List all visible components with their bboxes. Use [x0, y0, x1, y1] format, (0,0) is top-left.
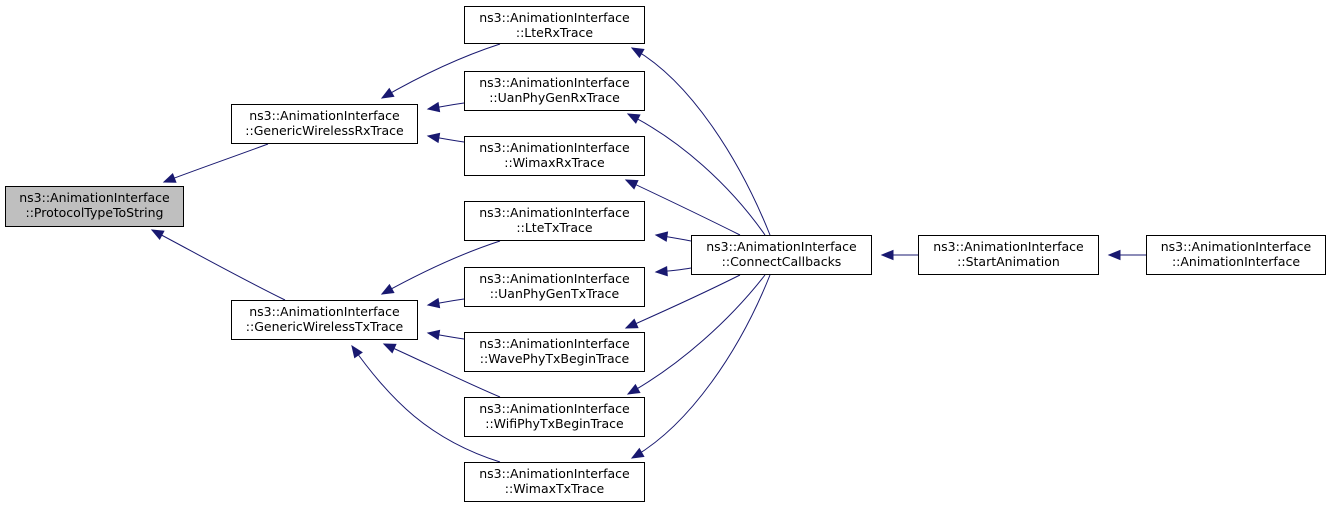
node-function-label: ::LteTxTrace [516, 220, 593, 235]
edge-uantx-to-gentx-arrowhead [426, 297, 441, 309]
node-namespace-label: ns3::AnimationInterface [479, 205, 630, 220]
edge-connect-to-wave-arrowhead [624, 318, 639, 329]
edge-connect-to-wimaxrx-arrowhead [624, 179, 639, 190]
edge-lterx-to-genrx [381, 43, 501, 99]
node-start[interactable]: ns3::AnimationInterface::StartAnimation [918, 235, 1099, 275]
edge-connect-to-wimaxrx [625, 179, 741, 236]
node-namespace-label: ns3::AnimationInterface [479, 140, 630, 155]
node-function-label: ::ProtocolTypeToString [25, 205, 164, 220]
node-wave[interactable]: ns3::AnimationInterface::WavePhyTxBeginT… [464, 332, 645, 372]
edge-ltetx-to-gentx-arrowhead [380, 283, 395, 295]
node-namespace-label: ns3::AnimationInterface [479, 10, 630, 25]
node-gentx[interactable]: ns3::AnimationInterface::GenericWireless… [231, 300, 418, 340]
node-function-label: ::UanPhyGenTxTrace [489, 286, 620, 301]
edge-connect-to-wimaxtx-arrowhead [630, 447, 645, 459]
node-function-label: ::WimaxRxTrace [504, 155, 605, 170]
edge-wifi-to-gentx [383, 343, 501, 398]
node-namespace-label: ns3::AnimationInterface [249, 304, 400, 319]
node-namespace-label: ns3::AnimationInterface [479, 466, 630, 481]
node-function-label: ::StartAnimation [957, 254, 1060, 269]
edge-genrx-to-protocol [163, 143, 269, 183]
edge-wimaxtx-to-gentx [351, 345, 501, 463]
edge-connect-to-uantx-arrowhead [654, 265, 668, 277]
node-function-label: ::UanPhyGenRxTrace [489, 90, 620, 105]
edge-connect-to-wimaxtx [631, 274, 771, 459]
edge-genrx-to-protocol-arrowhead [162, 172, 177, 183]
edge-connect-to-lterx [631, 47, 771, 236]
edge-ctor-to-start-arrowhead [1107, 249, 1121, 261]
edge-gentx-to-protocol-arrowhead [150, 229, 165, 240]
edge-ltetx-to-gentx [381, 240, 501, 295]
node-genrx[interactable]: ns3::AnimationInterface::GenericWireless… [231, 104, 418, 144]
node-function-label: ::GenericWirelessTxTrace [245, 319, 404, 334]
edge-wave-to-gentx-arrowhead [426, 329, 441, 341]
node-namespace-label: ns3::AnimationInterface [479, 271, 630, 286]
edge-uanrx-to-genrx-arrowhead [426, 101, 441, 113]
edge-wimaxtx-to-gentx-arrowhead [351, 344, 363, 359]
node-uantx[interactable]: ns3::AnimationInterface::UanPhyGenTxTrac… [464, 267, 645, 307]
node-connect[interactable]: ns3::AnimationInterface::ConnectCallback… [691, 235, 872, 275]
node-uanrx[interactable]: ns3::AnimationInterface::UanPhyGenRxTrac… [464, 71, 645, 111]
edge-connect-to-lterx-arrowhead [630, 47, 645, 59]
edge-lterx-to-genrx-arrowhead [380, 87, 395, 99]
node-function-label: ::WimaxTxTrace [504, 481, 605, 496]
node-namespace-label: ns3::AnimationInterface [933, 239, 1084, 254]
node-namespace-label: ns3::AnimationInterface [479, 336, 630, 351]
edge-start-to-connect-arrowhead [880, 249, 894, 261]
node-namespace-label: ns3::AnimationInterface [479, 401, 630, 416]
node-namespace-label: ns3::AnimationInterface [479, 75, 630, 90]
node-wimaxtx[interactable]: ns3::AnimationInterface::WimaxTxTrace [464, 462, 645, 502]
edge-connect-to-uanrx-arrowhead [626, 113, 641, 124]
edge-gentx-to-protocol [151, 229, 286, 301]
node-function-label: ::AnimationInterface [1171, 254, 1301, 269]
node-wifi[interactable]: ns3::AnimationInterface::WifiPhyTxBeginT… [464, 397, 645, 437]
edge-wimaxrx-to-genrx-arrowhead [426, 132, 441, 144]
edge-wifi-to-gentx-arrowhead [382, 343, 397, 354]
node-function-label: ::WavePhyTxBeginTrace [479, 351, 630, 366]
node-protocol[interactable]: ns3::AnimationInterface::ProtocolTypeToS… [5, 186, 184, 227]
edge-connect-to-wifi [627, 274, 766, 395]
node-namespace-label: ns3::AnimationInterface [19, 190, 170, 205]
edge-connect-to-wave [625, 274, 741, 329]
node-function-label: ::LteRxTrace [515, 25, 594, 40]
node-namespace-label: ns3::AnimationInterface [706, 239, 857, 254]
node-function-label: ::GenericWirelessRxTrace [245, 123, 404, 138]
node-namespace-label: ns3::AnimationInterface [1160, 239, 1312, 254]
edge-connect-to-ltetx-arrowhead [654, 231, 669, 242]
edge-connect-to-wifi-arrowhead [626, 383, 641, 395]
node-namespace-label: ns3::AnimationInterface [249, 108, 400, 123]
node-ltetx[interactable]: ns3::AnimationInterface::LteTxTrace [464, 201, 645, 241]
edge-connect-to-uanrx [627, 113, 766, 236]
node-lterx[interactable]: ns3::AnimationInterface::LteRxTrace [464, 6, 645, 44]
node-function-label: ::WifiPhyTxBeginTrace [485, 416, 624, 431]
node-function-label: ::ConnectCallbacks [721, 254, 842, 269]
node-ctor[interactable]: ns3::AnimationInterface::AnimationInterf… [1146, 235, 1326, 275]
node-wimaxrx[interactable]: ns3::AnimationInterface::WimaxRxTrace [464, 136, 645, 176]
